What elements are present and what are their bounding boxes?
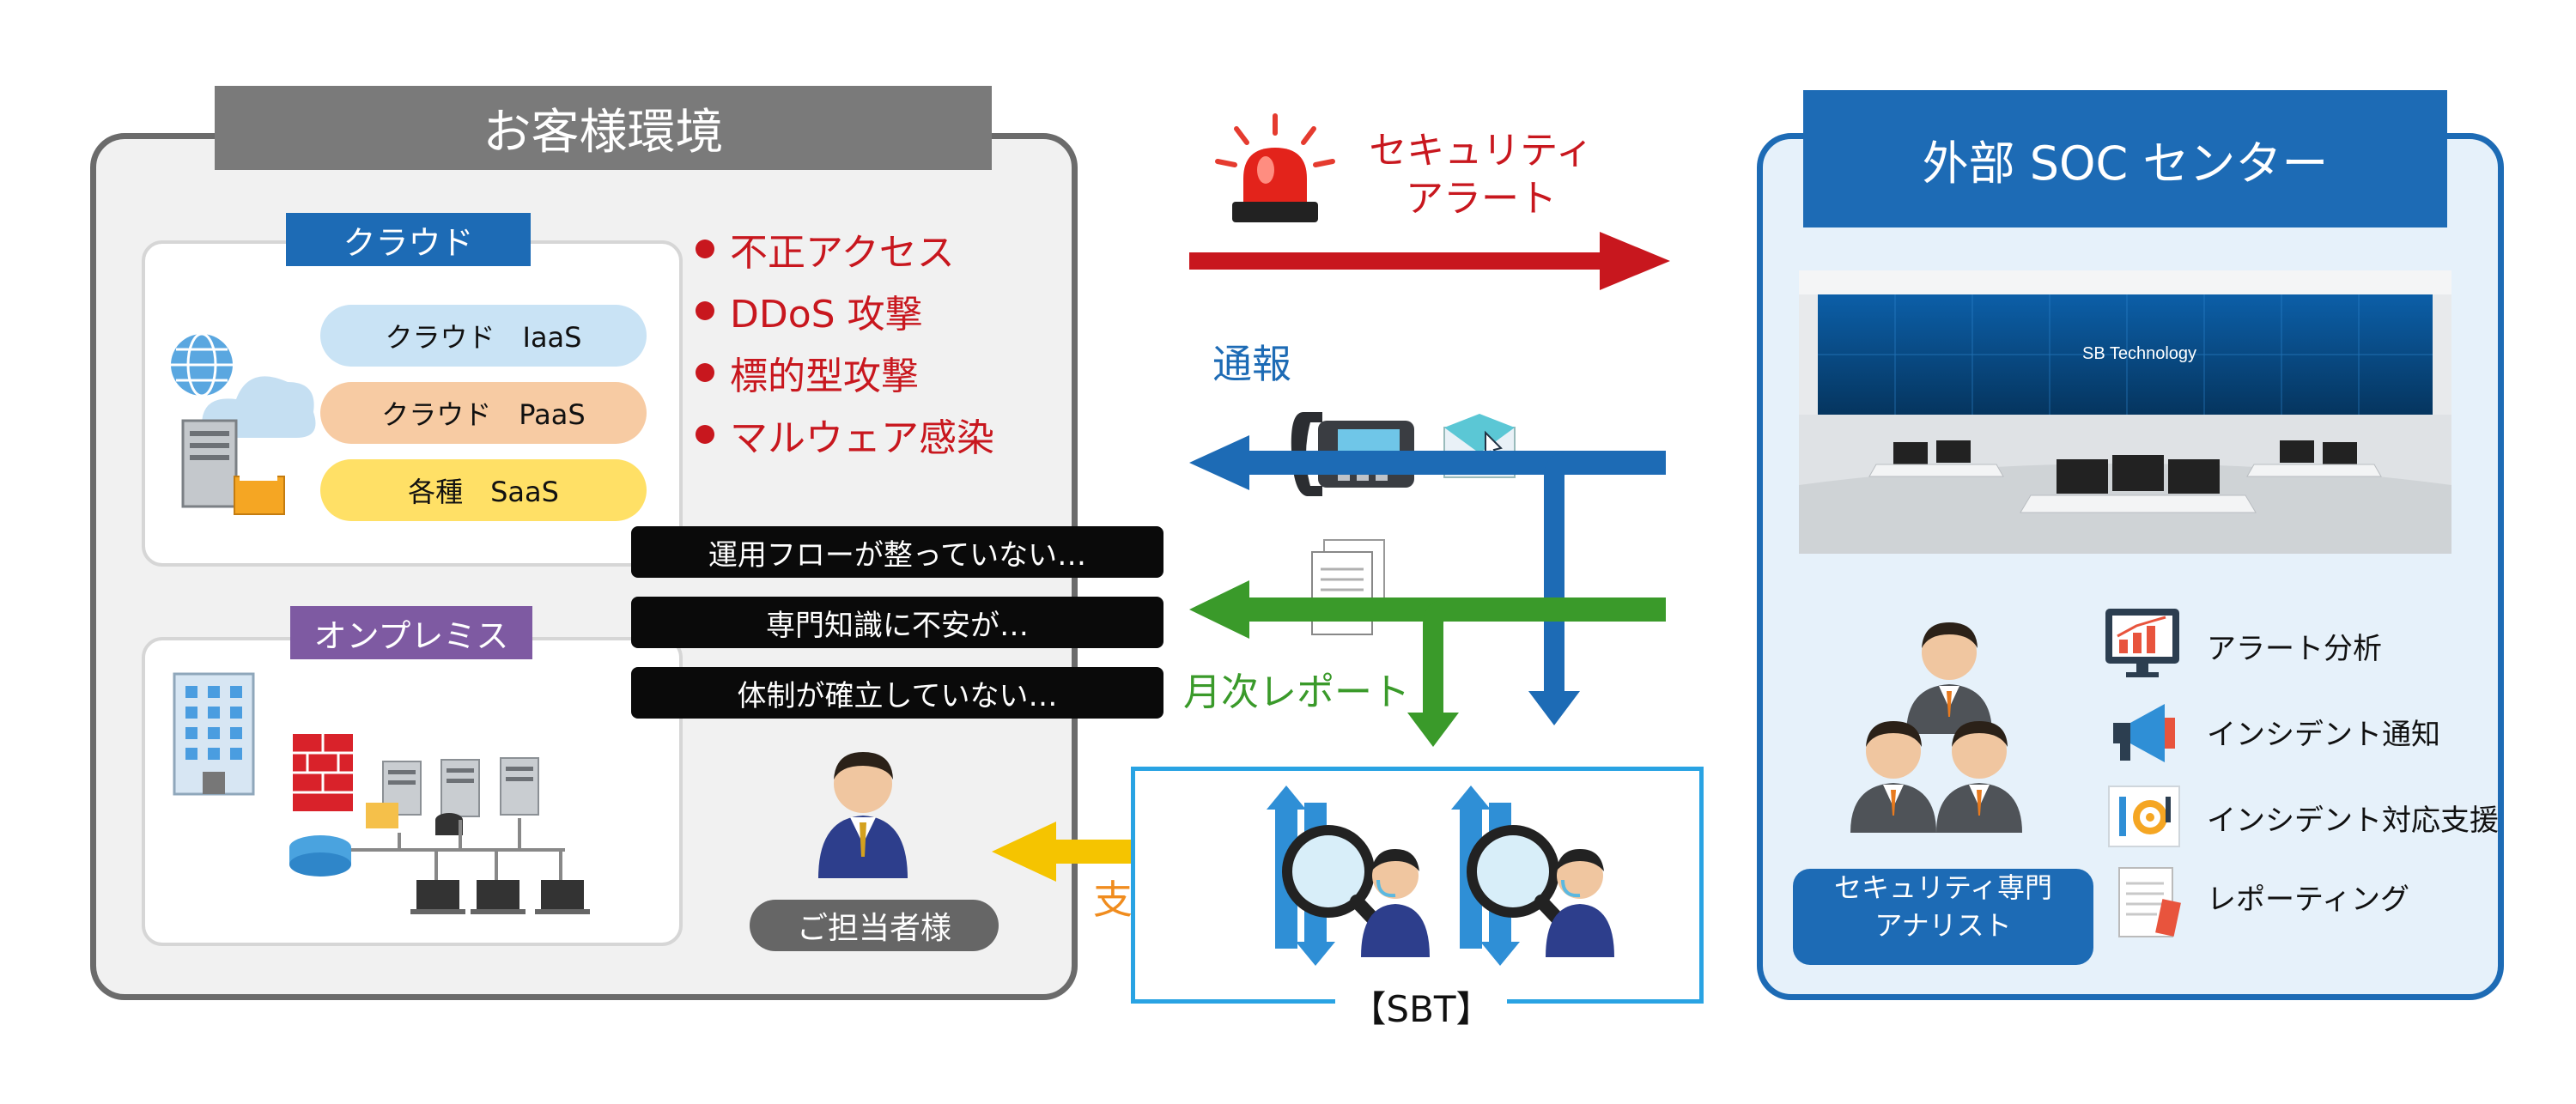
soc-screen-logo: SB Technology — [2082, 344, 2196, 363]
notify-arrow — [1189, 435, 1666, 725]
security-alert-label: セキュリティ アラート — [1369, 129, 1594, 221]
service-reporting: レポーティング — [2207, 883, 2409, 917]
cloud-tab: クラウド — [286, 213, 531, 266]
monthly-report-label: 月次レポート — [1183, 670, 1410, 714]
sbt-label: 【SBT】 — [1335, 980, 1507, 1032]
cloud-paas-pill: クラウド PaaS — [320, 382, 647, 444]
support-arrow — [992, 822, 1267, 882]
bullet-icon — [696, 240, 714, 258]
onpremise-tab: オンプレミス — [290, 606, 532, 659]
threat-item: 不正アクセス — [696, 221, 955, 276]
customer-contact-label: ご担当者様 — [750, 900, 999, 951]
service-incident-notice: インシデント通知 — [2207, 718, 2440, 752]
onpremise-network-icon — [173, 672, 590, 914]
monthly-report-arrow — [1189, 580, 1666, 747]
notify-label: 通報 — [1212, 341, 1291, 387]
service-incident-response: インシデント対応支援 — [2207, 804, 2499, 838]
bullet-icon — [696, 301, 714, 320]
saas-pill: 各種 SaaS — [320, 459, 647, 521]
person-icon — [818, 752, 908, 878]
siren-icon — [1215, 113, 1335, 222]
customer-environment-title: お客様環境 — [215, 86, 992, 170]
cloud-servers-icon — [171, 332, 316, 515]
threat-item: 標的型攻撃 — [696, 345, 919, 400]
soc-room-photo: SB Technology — [1799, 270, 2451, 554]
issue-banner: 運用フローが整っていない… — [631, 526, 1163, 578]
bullet-icon — [696, 363, 714, 382]
bullet-icon — [696, 425, 714, 444]
soc-center-title: 外部 SOC センター — [1803, 90, 2447, 227]
threat-item: DDoS 攻撃 — [696, 283, 923, 338]
incident-notice-megaphone-icon — [2113, 704, 2175, 762]
issue-banner: 体制が確立していない… — [631, 667, 1163, 719]
analyst-group-icon — [1850, 622, 2022, 833]
incident-response-tools-icon — [2108, 786, 2180, 847]
reporting-document-icon — [2118, 867, 2181, 937]
sbt-analysts-icon — [1267, 786, 1614, 966]
threat-item: マルウェア感染 — [696, 407, 994, 462]
alert-analysis-icon — [2105, 609, 2179, 677]
alert-arrow — [1189, 232, 1670, 290]
security-analyst-badge: セキュリティ専門 アナリスト — [1793, 869, 2093, 965]
cloud-iaas-pill: クラウド IaaS — [320, 305, 647, 367]
issue-banner: 専門知識に不安が… — [631, 597, 1163, 648]
service-alert-analysis: アラート分析 — [2207, 632, 2382, 666]
